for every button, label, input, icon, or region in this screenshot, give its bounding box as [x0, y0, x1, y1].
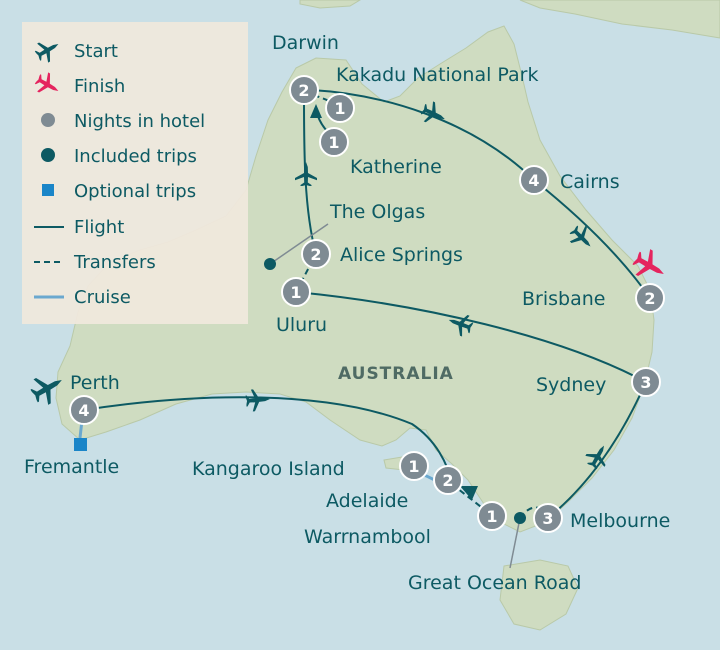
optional-trip-fremantle	[74, 438, 87, 451]
flight-darwin-cairns	[311, 89, 535, 181]
place-label-warrnambool: Warrnambool	[304, 526, 431, 548]
place-label-darwin: Darwin	[272, 32, 339, 54]
nights-badge: 1	[325, 93, 355, 123]
nights-badge: 1	[477, 501, 507, 531]
place-label-kangaroo-island: Kangaroo Island	[192, 458, 345, 480]
arrow-head-adelaide	[460, 486, 478, 500]
svg-text:1: 1	[486, 507, 497, 526]
nights-badge: 4	[69, 395, 99, 425]
gor-pointer	[509, 517, 521, 569]
included-trip-olgas	[264, 258, 276, 270]
place-label-brisbane: Brisbane	[522, 288, 605, 310]
svg-text:3: 3	[542, 509, 553, 528]
nights-badge: 1	[319, 127, 349, 157]
legend-cruise-label: Cruise	[74, 287, 131, 308]
svg-text:2: 2	[442, 471, 453, 490]
nights-badge: 1	[281, 277, 311, 307]
place-label-sydney: Sydney	[536, 374, 606, 396]
tasmania-landmass	[499, 559, 579, 631]
svg-text:4: 4	[528, 171, 539, 190]
legend-start-label: Start	[74, 41, 118, 62]
place-label-alice-springs: Alice Springs	[340, 244, 463, 266]
svg-text:1: 1	[290, 283, 301, 302]
legend-optional-label: Optional trips	[74, 181, 196, 202]
legend-transfers-label: Transfers	[73, 252, 156, 273]
legend: Start Finish Nights in hotel Included tr…	[22, 22, 248, 324]
place-label-fremantle: Fremantle	[24, 456, 119, 478]
country-label: AUSTRALIA	[338, 364, 454, 384]
svg-text:2: 2	[644, 289, 655, 308]
nights-badge: 2	[289, 75, 319, 105]
nights-badge: 1	[399, 451, 429, 481]
nights-swatch	[41, 113, 55, 127]
nights-badge: 4	[519, 165, 549, 195]
legend-flight-label: Flight	[74, 217, 124, 238]
nights-badge: 3	[533, 503, 563, 533]
svg-text:1: 1	[328, 133, 339, 152]
flight-uluru-sydney	[295, 291, 647, 383]
svg-text:2: 2	[310, 245, 321, 264]
flight-melbourne-sydney	[547, 381, 647, 519]
place-label-cairns: Cairns	[560, 171, 620, 193]
place-label-great-ocean-road: Great Ocean Road	[408, 572, 581, 594]
flight-cairns-brisbane	[533, 179, 651, 299]
nights-badge: 2	[433, 465, 463, 495]
svg-text:2: 2	[298, 81, 309, 100]
olgas-pointer	[269, 223, 329, 265]
legend-panel	[22, 22, 248, 324]
svg-text:1: 1	[408, 457, 419, 476]
included-swatch	[41, 148, 55, 162]
included-trip-gor	[514, 512, 526, 524]
nights-badge: 2	[635, 283, 665, 313]
legend-nights-label: Nights in hotel	[74, 111, 205, 132]
place-label-the-olgas: The Olgas	[329, 201, 425, 223]
flight-perth-adelaide	[83, 396, 453, 485]
svg-text:1: 1	[334, 99, 345, 118]
legend-included-label: Included trips	[74, 146, 197, 167]
place-label-uluru: Uluru	[276, 314, 327, 336]
place-label-kakadu: Kakadu National Park	[336, 64, 539, 86]
optional-swatch	[42, 184, 54, 196]
papua-landmass	[519, 0, 720, 39]
svg-text:3: 3	[640, 373, 651, 392]
arrow-head-kakadu	[310, 104, 322, 118]
place-label-katherine: Katherine	[350, 156, 442, 178]
timor-landmass	[299, 0, 361, 9]
place-label-melbourne: Melbourne	[570, 510, 670, 532]
nights-badge: 2	[301, 239, 331, 269]
nights-badge: 3	[631, 367, 661, 397]
place-label-perth: Perth	[70, 372, 120, 394]
svg-text:4: 4	[78, 401, 89, 420]
place-label-adelaide: Adelaide	[326, 490, 408, 512]
legend-finish-label: Finish	[74, 76, 125, 97]
